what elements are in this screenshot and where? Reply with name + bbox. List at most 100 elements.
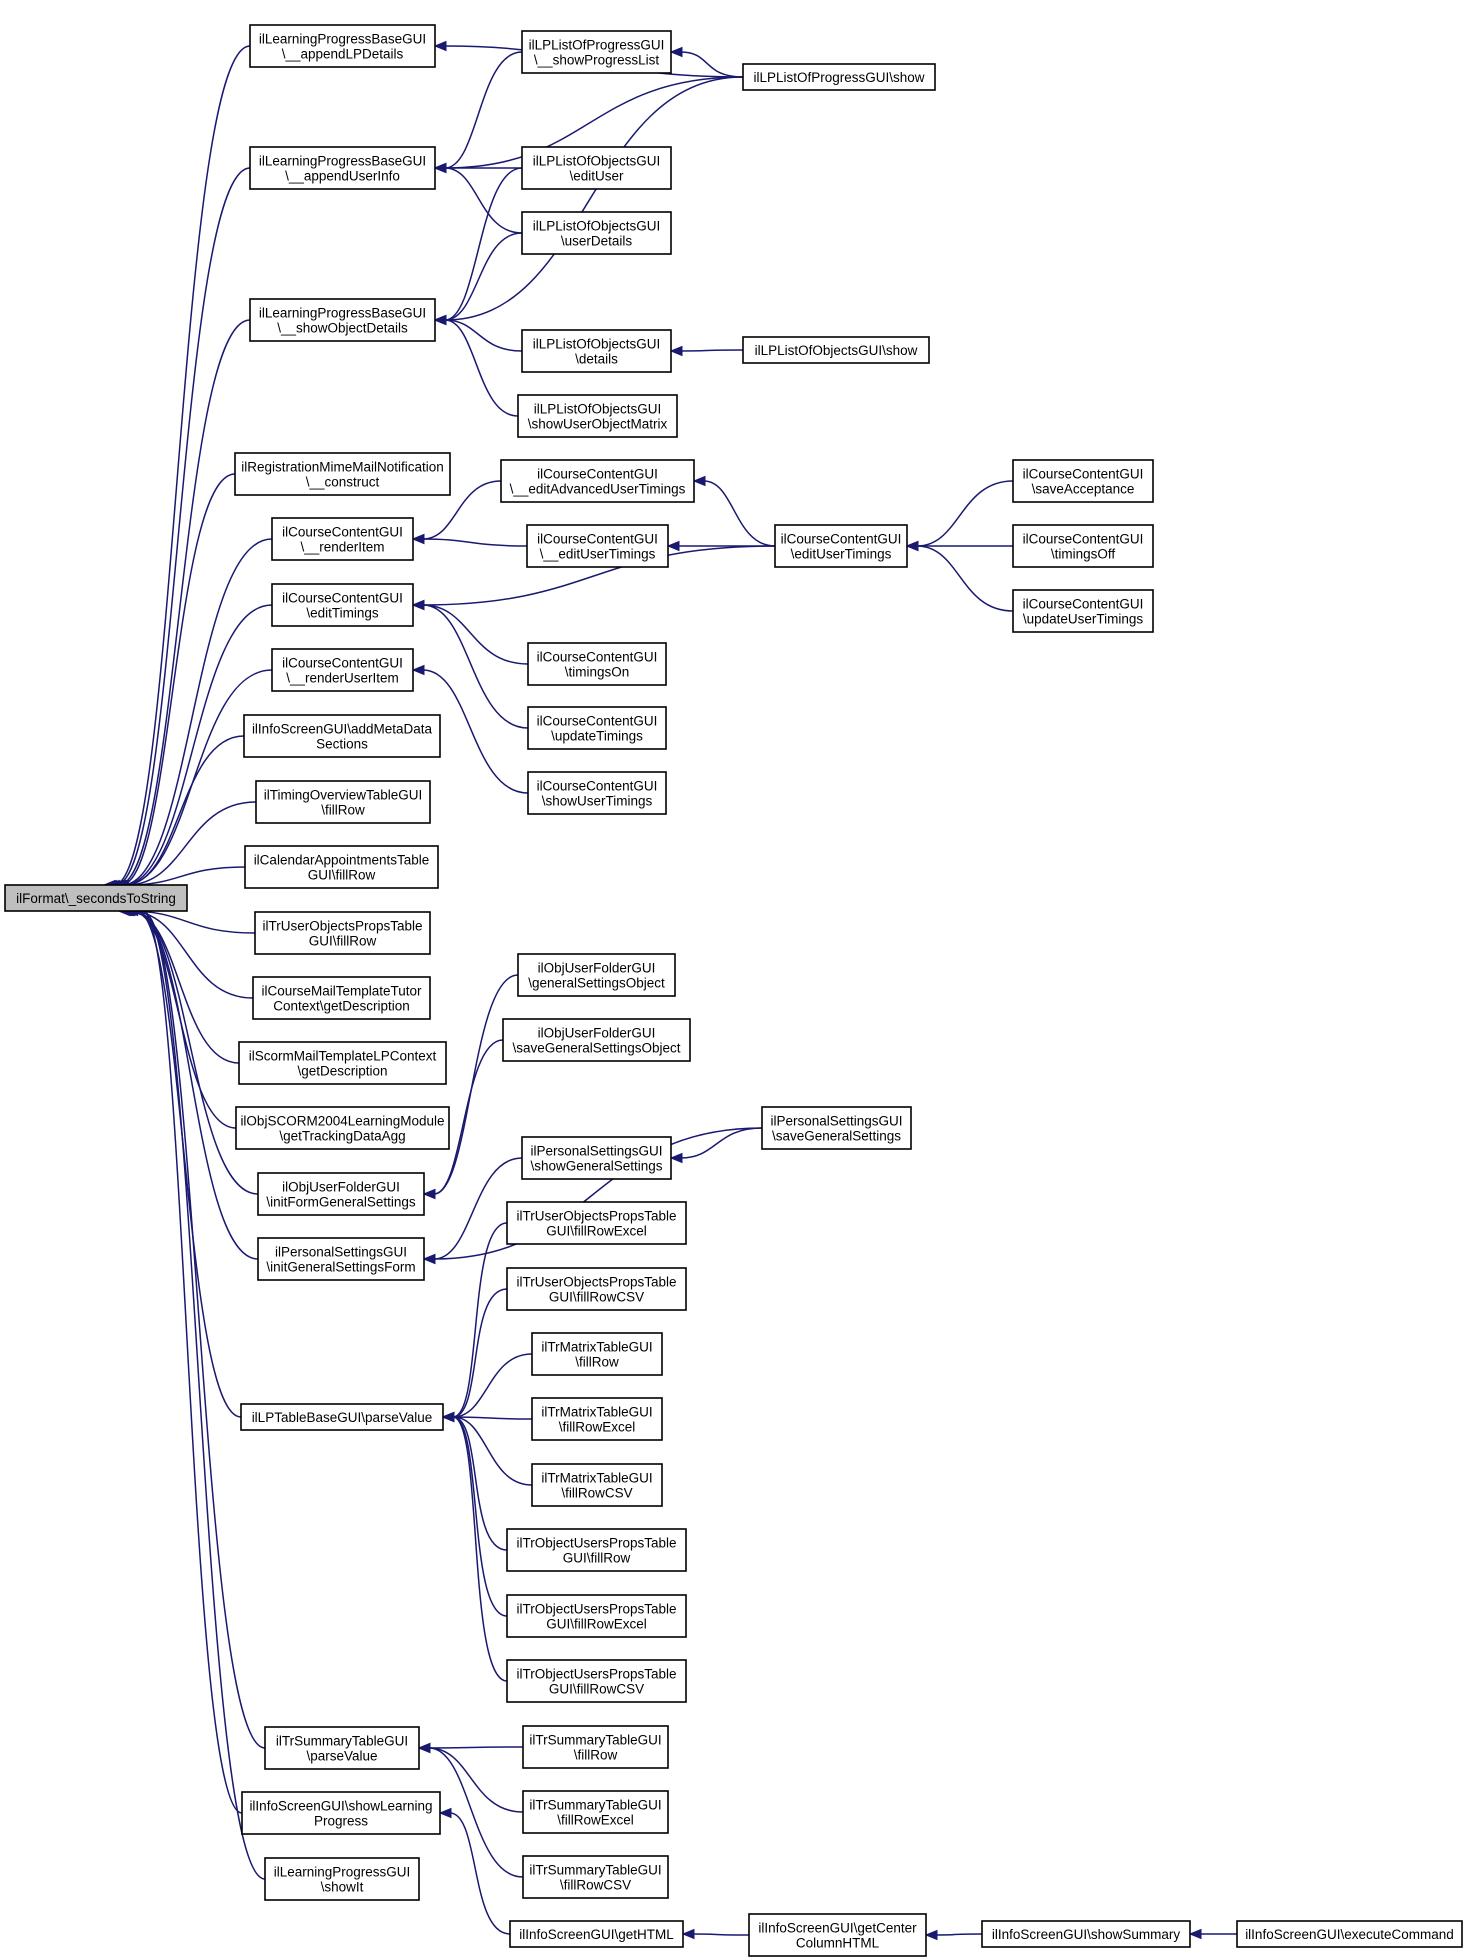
node-label: ilObjUserFolderGUI — [282, 1180, 400, 1195]
node-lp_obj_details[interactable]: ilLPListOfObjectsGUI\details — [521, 329, 672, 373]
node-label: ilLPListOfObjectsGUI — [533, 219, 661, 234]
node-lp_obj_show[interactable]: ilLPListOfObjectsGUI\show — [742, 336, 930, 364]
node-info_get_html[interactable]: ilInfoScreenGUI\getHTML — [509, 1920, 684, 1948]
node-tr_summary_parse[interactable]: ilTrSummaryTableGUI\parseValue — [264, 1726, 420, 1770]
node-scorm_mail_lp[interactable]: ilScormMailTemplateLPContext\getDescript… — [238, 1041, 447, 1085]
edge-line — [452, 1416, 508, 1682]
node-uf_save_general_settings_obj[interactable]: ilObjUserFolderGUI\saveGeneralSettingsOb… — [502, 1018, 691, 1062]
node-label: ilTrSummaryTableGUI — [529, 1863, 661, 1878]
node-label: \__appendLPDetails — [282, 47, 404, 62]
node-box — [742, 63, 936, 91]
node-tr_matrix_fillrow[interactable]: ilTrMatrixTableGUI\fillRow — [531, 1332, 663, 1376]
node-lp_obj_matrix[interactable]: ilLPListOfObjectsGUI\showUserObjectMatri… — [517, 394, 678, 438]
node-cc_render_item[interactable]: ilCourseContentGUI\__renderItem — [271, 517, 414, 561]
arrowhead — [669, 46, 683, 58]
edge-line — [692, 1933, 750, 1936]
node-box — [506, 1201, 687, 1245]
node-label: ilCourseContentGUI — [781, 532, 902, 547]
node-label: ilLPTableBaseGUI\parseValue — [252, 1410, 433, 1425]
node-ps_show_general[interactable]: ilPersonalSettingsGUI\showGeneralSetting… — [521, 1136, 672, 1180]
edge-line — [422, 480, 502, 540]
node-box — [271, 517, 414, 561]
node-scorm2004[interactable]: ilObjSCORM2004LearningModule\getTracking… — [235, 1106, 450, 1150]
node-label: \fillRowCSV — [561, 1486, 632, 1501]
node-label: ilTrObjectUsersPropsTable — [516, 1667, 676, 1682]
node-box — [238, 1041, 447, 1085]
node-info_execute[interactable]: ilInfoScreenGUI\executeCommand — [1236, 1920, 1463, 1948]
node-label: GUI\fillRowCSV — [549, 1682, 644, 1697]
node-label: ilLPListOfProgressGUI\show — [753, 70, 924, 85]
edge-cc_update_timings-to-cc_edit_timings — [411, 599, 529, 729]
node-info_show_summary[interactable]: ilInfoScreenGUI\showSummary — [981, 1920, 1191, 1948]
node-cc_show_user_timings[interactable]: ilCourseContentGUI\showUserTimings — [527, 771, 667, 815]
node-cc_edit_timings[interactable]: ilCourseContentGUI\editTimings — [271, 583, 414, 627]
node-lp_obj_user_details[interactable]: ilLPListOfObjectsGUI\userDetails — [521, 211, 672, 255]
node-tr_summary_excel[interactable]: ilTrSummaryTableGUI\fillRowExcel — [522, 1790, 669, 1834]
node-label: \fillRow — [575, 1355, 619, 1370]
node-root[interactable]: ilFormat\_secondsToString — [4, 884, 188, 912]
node-course_mail_tutor[interactable]: ilCourseMailTemplateTutorContext\getDesc… — [252, 976, 431, 1020]
node-tr_user_obj_excel[interactable]: ilTrUserObjectsPropsTableGUI\fillRowExce… — [506, 1201, 687, 1245]
node-cc_edit_user_timings[interactable]: ilCourseContentGUI\editUserTimings — [774, 524, 908, 568]
node-lp_show_it[interactable]: ilLearningProgressGUI\showIt — [264, 1857, 420, 1901]
node-label: ilFormat\_secondsToString — [16, 891, 176, 906]
node-label: \showGeneralSettings — [530, 1159, 662, 1174]
node-uf_general_settings_obj[interactable]: ilObjUserFolderGUI\generalSettingsObject — [517, 953, 676, 997]
node-box — [774, 524, 908, 568]
node-tr_obj_users_excel[interactable]: ilTrObjectUsersPropsTableGUI\fillRowExce… — [506, 1594, 687, 1638]
node-tr_summary_fillrow[interactable]: ilTrSummaryTableGUI\fillRow — [522, 1725, 669, 1769]
node-cc_render_user_item[interactable]: ilCourseContentGUI\__renderUserItem — [271, 648, 414, 692]
node-label: ilCourseContentGUI — [1023, 467, 1144, 482]
node-lpb_append_lp[interactable]: ilLearningProgressBaseGUI\__appendLPDeta… — [249, 24, 436, 68]
node-label: ilObjSCORM2004LearningModule — [240, 1114, 444, 1129]
node-label: \__editUserTimings — [540, 547, 656, 562]
node-user_folder_init[interactable]: ilObjUserFolderGUI\initFormGeneralSettin… — [257, 1172, 425, 1216]
node-lp_progress_show[interactable]: ilLPListOfProgressGUI\show — [742, 63, 936, 91]
node-tr_summary_csv[interactable]: ilTrSummaryTableGUI\fillRowCSV — [522, 1855, 669, 1899]
edge-line — [133, 910, 259, 1260]
node-lp_table_parse[interactable]: ilLPTableBaseGUI\parseValue — [240, 1403, 444, 1431]
node-lpb_append_user[interactable]: ilLearningProgressBaseGUI\__appendUserIn… — [249, 146, 436, 190]
node-box — [244, 845, 439, 889]
node-lp_obj_edit_user[interactable]: ilLPListOfObjectsGUI\editUser — [521, 146, 672, 190]
edge-line — [125, 735, 245, 886]
node-tr_matrix_csv[interactable]: ilTrMatrixTableGUI\fillRowCSV — [531, 1463, 663, 1507]
node-personal_init[interactable]: ilPersonalSettingsGUI\initGeneralSetting… — [257, 1237, 425, 1281]
node-cc_update_timings[interactable]: ilCourseContentGUI\updateTimings — [527, 706, 667, 750]
arrowhead — [1188, 1928, 1202, 1940]
node-cc_save_acceptance[interactable]: ilCourseContentGUI\saveAcceptance — [1012, 459, 1154, 503]
node-timing_overview[interactable]: ilTimingOverviewTableGUI\fillRow — [255, 780, 431, 824]
edge-line — [444, 319, 519, 417]
edge-cc_timings_on-to-cc_edit_timings — [411, 599, 529, 665]
edge-info_get_html-to-info_show_lp — [438, 1807, 511, 1935]
node-label: ilTrUserObjectsPropsTable — [516, 1275, 676, 1290]
edge-tr_obj_users_csv-to-lp_table_parse — [441, 1411, 508, 1682]
edge-uf_general_settings_obj-to-user_folder_init — [422, 974, 519, 1200]
node-reg_mime[interactable]: ilRegistrationMimeMailNotification\__con… — [234, 452, 451, 496]
node-cc_edit_adv_user_timings[interactable]: ilCourseContentGUI\__editAdvancedUserTim… — [500, 459, 695, 503]
node-tr_matrix_excel[interactable]: ilTrMatrixTableGUI\fillRowExcel — [531, 1397, 663, 1441]
edge-line — [452, 1416, 508, 1551]
node-cc_timings_on[interactable]: ilCourseContentGUI\timingsOn — [527, 642, 667, 686]
node-cc_update_user_timings[interactable]: ilCourseContentGUI\updateUserTimings — [1012, 589, 1154, 633]
node-ps_save_general[interactable]: ilPersonalSettingsGUI\saveGeneralSetting… — [761, 1106, 912, 1150]
node-lp_progress_show_list[interactable]: ilLPListOfProgressGUI\__showProgressList — [521, 30, 672, 74]
node-box — [4, 884, 188, 912]
edge-lp_obj_show-to-lp_obj_details — [669, 345, 744, 357]
edge-line — [452, 1416, 533, 1486]
node-cc_timings_off[interactable]: ilCourseContentGUI\timingsOff — [1012, 524, 1154, 568]
arrowhead — [433, 40, 447, 52]
node-cc__edit_user_timings[interactable]: ilCourseContentGUI\__editUserTimings — [526, 524, 669, 568]
node-lpb_show_obj[interactable]: ilLearningProgressBaseGUI\__showObjectDe… — [249, 298, 436, 342]
node-label: \updateTimings — [551, 729, 643, 744]
edge-tr_summary_parse-to-root — [130, 905, 266, 1749]
edge-cc_show_user_timings-to-cc_render_user_item — [411, 664, 529, 794]
